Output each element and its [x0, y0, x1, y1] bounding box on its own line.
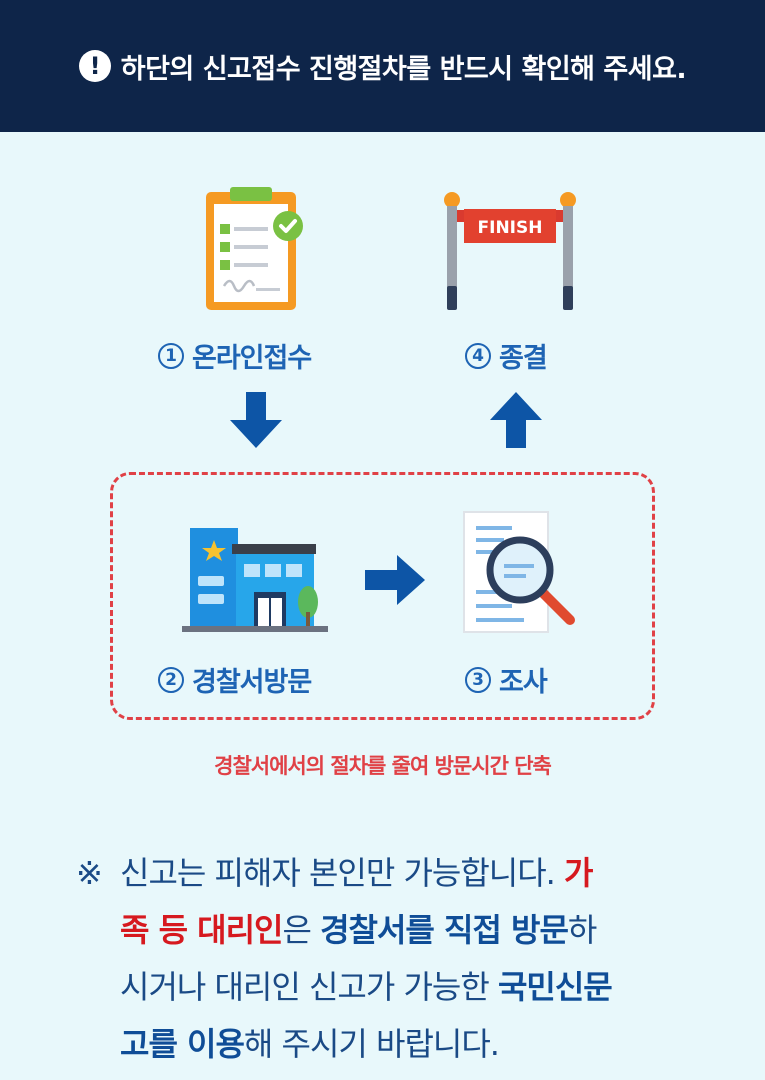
police-station-icon [182, 528, 328, 632]
step-4-number: 4 [465, 342, 491, 369]
step-1-text: 온라인접수 [192, 343, 312, 374]
step-4-text: 종결 [499, 343, 548, 374]
arrow-up-icon [490, 392, 542, 448]
step-2-label: 2 경찰서방문 [158, 660, 312, 699]
finish-banner-text: FINISH [478, 218, 543, 238]
finish-line-icon: FINISH [444, 192, 576, 310]
magnifier-document-icon [463, 511, 575, 633]
notice-paragraph: ※ 신고는 피해자 본인만 가능합니다. 가 족 등 대리인은 경찰서를 직접 … [76, 845, 716, 1073]
notice-line-2: 족 등 대리인은 경찰서를 직접 방문하 [76, 902, 716, 959]
step-3-label: 3 조사 [465, 660, 548, 699]
notice-emphasis-red: 족 등 대리인 [120, 911, 283, 949]
notice-emphasis-blue: 경찰서를 직접 방문 [320, 911, 569, 949]
notice-header: ! 하단의 신고접수 진행절차를 반드시 확인해 주세요. [0, 0, 765, 132]
header-title: 하단의 신고접수 진행절차를 반드시 확인해 주세요. [120, 53, 687, 85]
notice-line-4: 고를 이용해 주시기 바랍니다. [76, 1016, 716, 1073]
step-1-number: 1 [158, 342, 184, 369]
step-4-label: 4 종결 [465, 336, 548, 375]
step-3-number: 3 [465, 666, 491, 693]
reference-mark: ※ [76, 854, 103, 892]
step-1-label: 1 온라인접수 [158, 336, 312, 375]
step-3-text: 조사 [499, 667, 548, 698]
notice-text: 해 주시기 바랍니다. [243, 1025, 500, 1063]
notice-line-3: 시거나 대리인 신고가 가능한 국민신문 [76, 959, 716, 1016]
notice-text: 은 [282, 911, 311, 949]
notice-text: 시거나 대리인 신고가 가능한 [120, 968, 490, 1006]
clipboard-icon [206, 187, 303, 310]
station-process-box [110, 472, 655, 720]
notice-emphasis-red: 가 [564, 854, 593, 892]
notice-emphasis-blue: 고를 이용 [120, 1025, 245, 1063]
notice-text: 하 [567, 911, 597, 949]
notice-line-1: ※ 신고는 피해자 본인만 가능합니다. 가 [76, 845, 716, 902]
arrow-down-icon [230, 392, 282, 448]
arrow-right-icon [365, 555, 425, 605]
time-saving-note: 경찰서에서의 절차를 줄여 방문시간 단축 [214, 754, 552, 778]
exclamation-icon: ! [78, 50, 111, 82]
step-2-number: 2 [158, 666, 184, 693]
notice-text: 신고는 피해자 본인만 가능합니다. [120, 854, 556, 892]
notice-emphasis-blue: 국민신문 [497, 968, 613, 1006]
step-2-text: 경찰서방문 [192, 667, 312, 698]
